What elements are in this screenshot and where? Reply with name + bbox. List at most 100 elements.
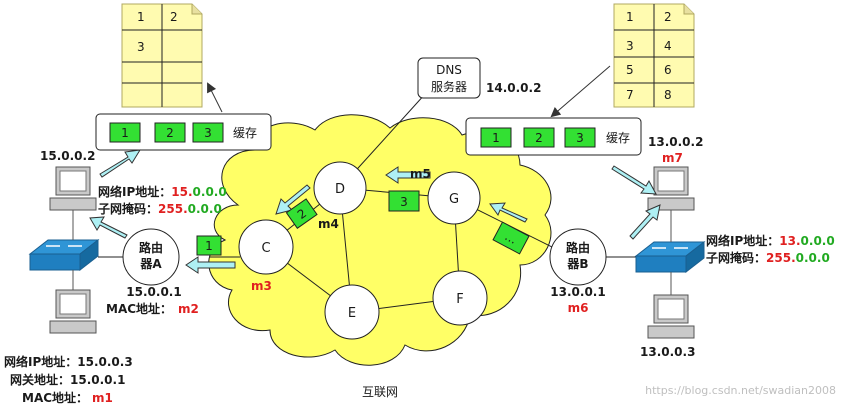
router-a-mac-value: m2 — [178, 302, 199, 316]
switch-left-icon[interactable] — [28, 238, 100, 272]
svg-text:子网掩码：255.0.0.0: 子网掩码：255.0.0.0 — [706, 250, 830, 265]
right-table-arrow — [550, 65, 611, 118]
left-cache-item-3: 3 — [204, 126, 212, 140]
arrow-b-to-g — [489, 202, 528, 223]
right-table-r1c1: 1 — [626, 10, 634, 24]
left-bottom-host-info: 网络IP地址：15.0.0.3 网关地址：15.0.0.1 MAC地址： m1 — [4, 354, 133, 405]
packet-2: 2 — [285, 198, 318, 229]
right-cache-bar[interactable]: 1 2 3 缓存 — [465, 117, 642, 156]
router-a-line1: 路由 — [139, 240, 163, 255]
mac-label-m5: m5 — [410, 167, 431, 181]
lb-mac-value: m1 — [92, 391, 113, 405]
switch-right-icon[interactable] — [634, 240, 706, 274]
right-table-r3c1: 5 — [626, 63, 634, 77]
left-table-r1c1: 1 — [137, 10, 145, 24]
right-cache-item-1: 1 — [492, 131, 500, 145]
host-left-bottom-icon[interactable] — [49, 289, 97, 334]
right-mask-red: 255. — [766, 251, 796, 265]
dns-label-2: 服务器 — [431, 79, 467, 94]
host-left-top-icon[interactable] — [49, 166, 97, 211]
arrow-packet-1-left — [185, 256, 236, 274]
packet-3-label: 3 — [400, 195, 408, 209]
internet-label: 互联网 — [362, 385, 398, 399]
left-cache-label: 缓存 — [233, 126, 257, 140]
left-cache-item-2: 2 — [166, 126, 174, 140]
lb-gw-label: 网关地址： — [10, 372, 70, 387]
right-table-r3c2: 6 — [664, 63, 672, 77]
right-cache-label: 缓存 — [606, 131, 630, 145]
router-node-f[interactable]: F — [432, 270, 488, 326]
svg-text:网络IP地址：13.0.0.0: 网络IP地址：13.0.0.0 — [706, 233, 835, 248]
node-f-label: F — [456, 292, 463, 307]
router-node-d[interactable]: D — [313, 161, 367, 215]
router-a-line2: 器A — [139, 257, 162, 271]
svg-text:网络IP地址：15.0.0.0: 网络IP地址：15.0.0.0 — [98, 184, 227, 199]
node-d-label: D — [335, 182, 345, 197]
router-b-line1: 路由 — [566, 240, 590, 255]
host-right-top-icon[interactable] — [647, 166, 695, 211]
right-table-r4c1: 7 — [626, 88, 634, 102]
dns-ip: 14.0.0.2 — [486, 81, 541, 95]
right-mask-green: 0.0.0 — [796, 251, 830, 265]
left-mask-label: 子网掩码： — [98, 201, 158, 216]
arrow-host-to-cache-left — [99, 149, 141, 178]
packet-1: 1 — [196, 235, 222, 256]
right-network-info: 网络IP地址：13.0.0.0 子网掩码：255.0.0.0 — [706, 233, 835, 265]
svg-text:子网掩码：255.0.0.0: 子网掩码：255.0.0.0 — [98, 201, 222, 216]
node-e-label: E — [348, 306, 356, 321]
flow-arrows — [89, 149, 661, 274]
left-top-host-ip: 15.0.0.2 — [40, 149, 95, 163]
left-net-green: 0.0.0 — [193, 185, 227, 199]
right-table-r2c2: 4 — [664, 39, 672, 53]
mac-label-m3: m3 — [251, 279, 272, 293]
router-a-ip: 15.0.0.1 — [126, 285, 181, 299]
right-cache-item-2: 2 — [535, 131, 543, 145]
router-b[interactable]: 路由 器B — [549, 228, 607, 286]
packet-1-label: 1 — [205, 239, 213, 253]
lb-gw-value: 15.0.0.1 — [70, 373, 125, 387]
node-c-label: C — [261, 241, 270, 256]
arrow-g-to-d — [385, 166, 431, 184]
arrow-cache-to-host-right — [611, 165, 657, 195]
right-bottom-host-ip: 13.0.0.3 — [640, 345, 695, 359]
lb-mac-label: MAC地址： — [22, 390, 88, 405]
arrow-d-to-c — [275, 184, 311, 215]
left-network-info: 网络IP地址：15.0.0.0 子网掩码：255.0.0.0 — [98, 184, 227, 216]
host-right-bottom-icon[interactable] — [647, 294, 695, 339]
packet-4: ... — [492, 221, 530, 255]
router-b-ip: 13.0.0.1 — [550, 285, 605, 299]
svg-text:网络IP地址：15.0.0.3: 网络IP地址：15.0.0.3 — [4, 354, 133, 369]
right-top-host-ip: 13.0.0.2 — [648, 135, 703, 149]
right-table-r1c2: 2 — [664, 10, 672, 24]
dns-server[interactable]: DNS 服务器 — [417, 57, 481, 99]
left-mask-red: 255. — [158, 202, 188, 216]
left-table-arrow — [207, 82, 223, 113]
right-net-green: 0.0.0 — [801, 234, 835, 248]
left-net-red: 15. — [171, 185, 192, 199]
watermark: https://blog.csdn.net/swadian2008 — [645, 384, 836, 397]
left-mask-green: 0.0.0 — [188, 202, 222, 216]
left-table-r1c2: 2 — [170, 10, 178, 24]
right-mask-label: 子网掩码： — [706, 250, 766, 265]
left-arp-table: 1 2 3 — [121, 3, 203, 108]
right-net-red: 13. — [779, 234, 800, 248]
router-a-mac-label: MAC地址： — [106, 301, 172, 316]
left-table-r2c1: 3 — [137, 40, 145, 54]
router-node-g[interactable]: G — [427, 171, 481, 225]
left-cache-bar[interactable]: 1 2 3 缓存 — [95, 113, 272, 151]
router-node-e[interactable]: E — [324, 284, 380, 340]
node-g-label: G — [449, 192, 459, 207]
router-a[interactable]: 路由 器A — [122, 228, 180, 286]
right-table-r2c1: 3 — [626, 39, 634, 53]
arrow-switch-to-host-right — [629, 204, 661, 240]
left-cache-item-1: 1 — [121, 126, 129, 140]
dns-label-1: DNS — [436, 63, 462, 77]
svg-text:网关地址：15.0.0.1: 网关地址：15.0.0.1 — [10, 372, 125, 387]
router-node-c[interactable]: C — [238, 219, 294, 275]
right-cache-item-3: 3 — [576, 131, 584, 145]
arrow-router-a-to-host — [89, 216, 128, 239]
right-top-host-mac: m7 — [662, 151, 683, 165]
right-arp-table: 1 2 3 4 5 6 7 8 — [613, 3, 695, 108]
router-b-mac: m6 — [568, 301, 589, 315]
